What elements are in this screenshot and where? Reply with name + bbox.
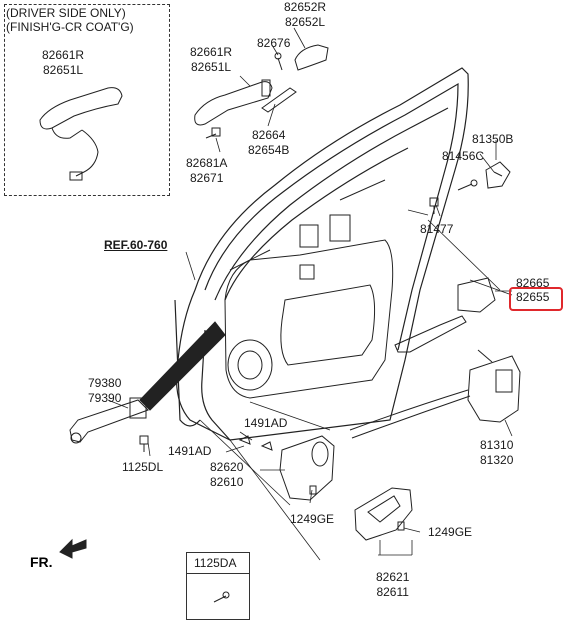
label-ref-60-760: REF.60-760 [104,238,168,252]
inside-handle [279,435,335,501]
clip-1491ad [238,435,273,451]
screw-1249ge [309,485,405,531]
handle-cover [294,44,329,71]
handle-gasket [261,87,297,113]
door-checker [69,397,149,444]
inset-note-line2: (FINISH'G-CR COAT'G) [6,20,134,34]
door-inner-panel [224,179,394,399]
label-81350b: 81350B [472,132,514,146]
label-1491ad-top: 1491AD [244,416,288,430]
label-1125da: 1125DA [194,556,237,570]
bolt-81477 [429,197,439,214]
front-arrow [59,538,87,559]
label-1125dl: 1125DL [122,460,164,474]
highlight-82655 [509,287,563,311]
inside-handle-bezel [354,487,413,541]
front-direction-label: FR. [30,554,53,570]
label-1491ad-left: 1491AD [168,444,212,458]
code-82651l: 82651L [43,63,84,77]
inset-note-line1: (DRIVER SIDE ONLY) [6,6,126,20]
inset-outside-handle [39,87,123,181]
label-1249ge-right: 1249GE [428,525,473,539]
door-latch [467,349,521,423]
label-82665: 82665 [516,276,550,290]
outside-handle [194,79,273,126]
latch-bracket [394,277,496,353]
leader-lines [107,27,513,561]
striker [485,161,511,189]
checker-pointer-wedge [139,321,226,411]
screw-1125da [213,591,230,603]
part-box-1125da-header [186,552,250,574]
code-82661r: 82661R [42,48,85,62]
label-81477: 81477 [420,222,454,236]
driver-side-inset [4,4,170,196]
bolt-1125dl [139,435,149,452]
front-door-frame [174,67,469,441]
inset-part-codes: 82661R 82651L [42,48,84,78]
bolt-81456 [457,179,478,191]
latch-cables [349,389,471,439]
label-1249ge-left: 1249GE [290,512,335,526]
screw-82676 [274,52,283,71]
label-82676: 82676 [257,36,291,50]
label-82655: 82655 [516,290,550,304]
bolt-82681 [205,127,221,139]
label-81456c: 81456C [442,149,485,163]
